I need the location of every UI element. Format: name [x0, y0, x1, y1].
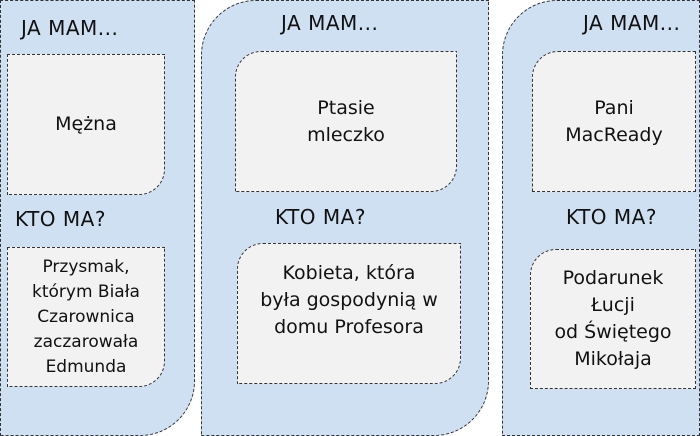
who-heading: KTO MA? — [15, 207, 106, 231]
card-2: JA MAM... Ptasie mleczko KTO MA? Kobieta… — [201, 0, 489, 436]
card-1: JA MAM... Mężna KTO MA? Przysmak, którym… — [0, 0, 195, 436]
who-box: Kobieta, która była gospodynią w domu Pr… — [237, 243, 461, 384]
who-heading: KTO MA? — [566, 205, 657, 229]
have-heading: JA MAM... — [281, 11, 379, 35]
who-box: Podarunek Łucji od Świętego Mikołaja — [530, 249, 696, 389]
have-box: Ptasie mleczko — [235, 51, 457, 192]
who-heading: KTO MA? — [275, 205, 366, 229]
have-box: Pani MacReady — [532, 51, 696, 192]
who-box: Przysmak, którym Biała Czarownica zaczar… — [7, 247, 165, 387]
card-3: JA MAM... Pani MacReady KTO MA? Podarune… — [502, 0, 700, 436]
have-heading: JA MAM... — [21, 16, 119, 40]
have-box: Mężna — [7, 54, 165, 195]
have-heading: JA MAM... — [583, 11, 681, 35]
